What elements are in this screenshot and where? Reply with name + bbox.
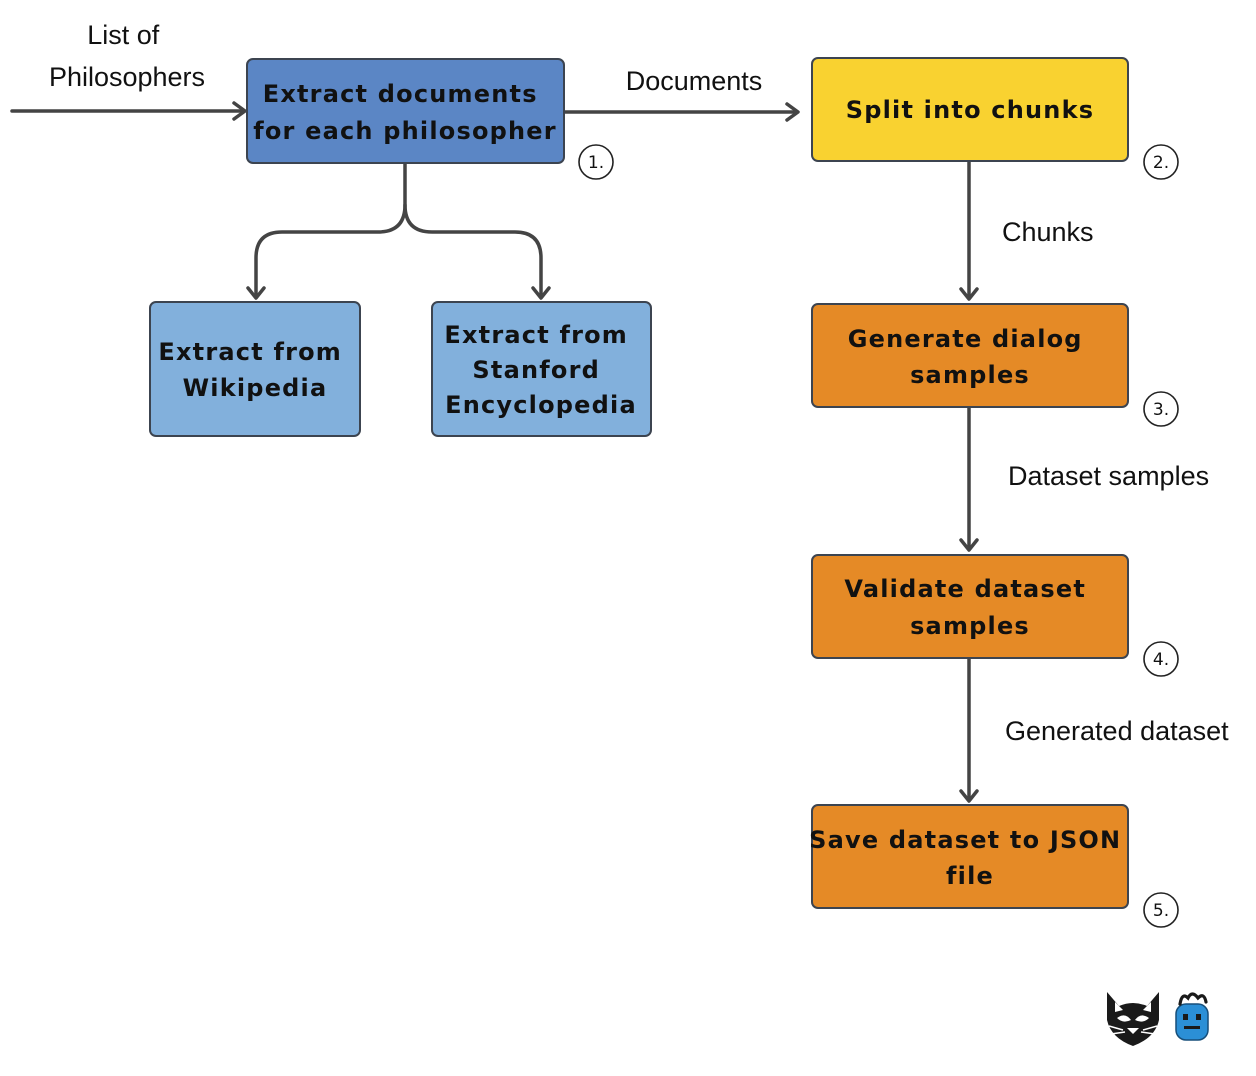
node-extract-wikipedia[interactable]: Extract from Wikipedia [149,301,361,437]
node-box [246,58,565,164]
edge-label-generated-dataset: Generated dataset [1005,716,1229,746]
input-label-line: Philosophers [49,62,205,92]
node-box [431,301,652,437]
node-box [811,57,1129,162]
node-label-line: samples [910,361,1030,389]
node-label-line: Stanford [472,356,600,384]
edge-label-chunks: Chunks [1002,217,1094,247]
arrowhead-stanford [531,286,551,300]
node-box [811,804,1129,909]
arrowhead-split [785,102,800,122]
step-number: 3. [1153,400,1169,420]
node-label: Save dataset to JSON file [809,826,1131,890]
node-save-dataset[interactable]: Save dataset to JSON file [809,804,1131,909]
arrowhead-generate [959,287,979,301]
step-circle [1143,892,1179,928]
node-split-chunks[interactable]: Split into chunks [811,57,1129,162]
node-label-line: Generate dialog [848,325,1083,353]
arrowhead-wikipedia [246,286,266,300]
node-box [811,303,1129,408]
node-label: Extract documents for each philosopher [253,80,557,145]
step-number: 4. [1153,650,1169,670]
node-label: Extract from Stanford Encyclopedia [444,321,637,419]
edges [10,101,979,803]
node-label: Split into chunks [846,96,1095,124]
step-marker-2: 2. [1143,144,1179,180]
node-box [149,301,361,437]
step-number: 1. [588,153,604,173]
node-extract-stanford[interactable]: Extract from Stanford Encyclopedia [431,301,652,437]
edge-extract-to-stanford [403,203,543,299]
node-label: Generate dialog samples [848,325,1093,389]
node-label-line: samples [910,612,1030,640]
step-marker-3: 3. [1143,391,1179,427]
arrowhead-save [959,789,979,803]
node-label-line: Extract from [158,338,342,366]
edge-label-documents: Documents [626,66,763,96]
step-circle [1143,641,1179,677]
node-validate-dataset[interactable]: Validate dataset samples [811,554,1129,659]
node-label-line: Split into chunks [846,96,1095,124]
cat-logo-icon [1107,992,1159,1046]
node-label-line: Extract from [444,321,628,349]
node-label-line: Encyclopedia [445,391,637,419]
step-circle [1143,144,1179,180]
edge-label-dataset-samples: Dataset samples [1008,461,1209,491]
node-label: Extract from Wikipedia [158,338,351,402]
step-marker-5: 5. [1143,892,1179,928]
node-label: Validate dataset samples [844,575,1095,640]
step-number: 2. [1153,153,1169,173]
node-label-line: file [946,862,994,890]
node-label-line: Save dataset to JSON [809,826,1121,854]
node-label-line: for each philosopher [253,117,557,145]
node-label-line: Extract documents [263,80,538,108]
step-marker-1: 1. [578,144,614,180]
node-label-line: Wikipedia [183,374,328,402]
step-circle [578,144,614,180]
edge-extract-to-wikipedia [254,161,407,299]
node-label-line: Validate dataset [844,575,1086,603]
step-number: 5. [1153,901,1169,921]
robot-logo-icon [1175,992,1209,1041]
step-marker-4: 4. [1143,641,1179,677]
input-label: List of Philosophers [49,20,205,92]
arrowhead-validate [959,538,979,552]
node-extract-documents[interactable]: Extract documents for each philosopher [246,58,565,164]
node-generate-dialog[interactable]: Generate dialog samples [811,303,1129,408]
node-box [811,554,1129,659]
arrowhead-input [232,101,247,121]
input-label-line: List of [87,20,160,50]
step-circle [1143,391,1179,427]
